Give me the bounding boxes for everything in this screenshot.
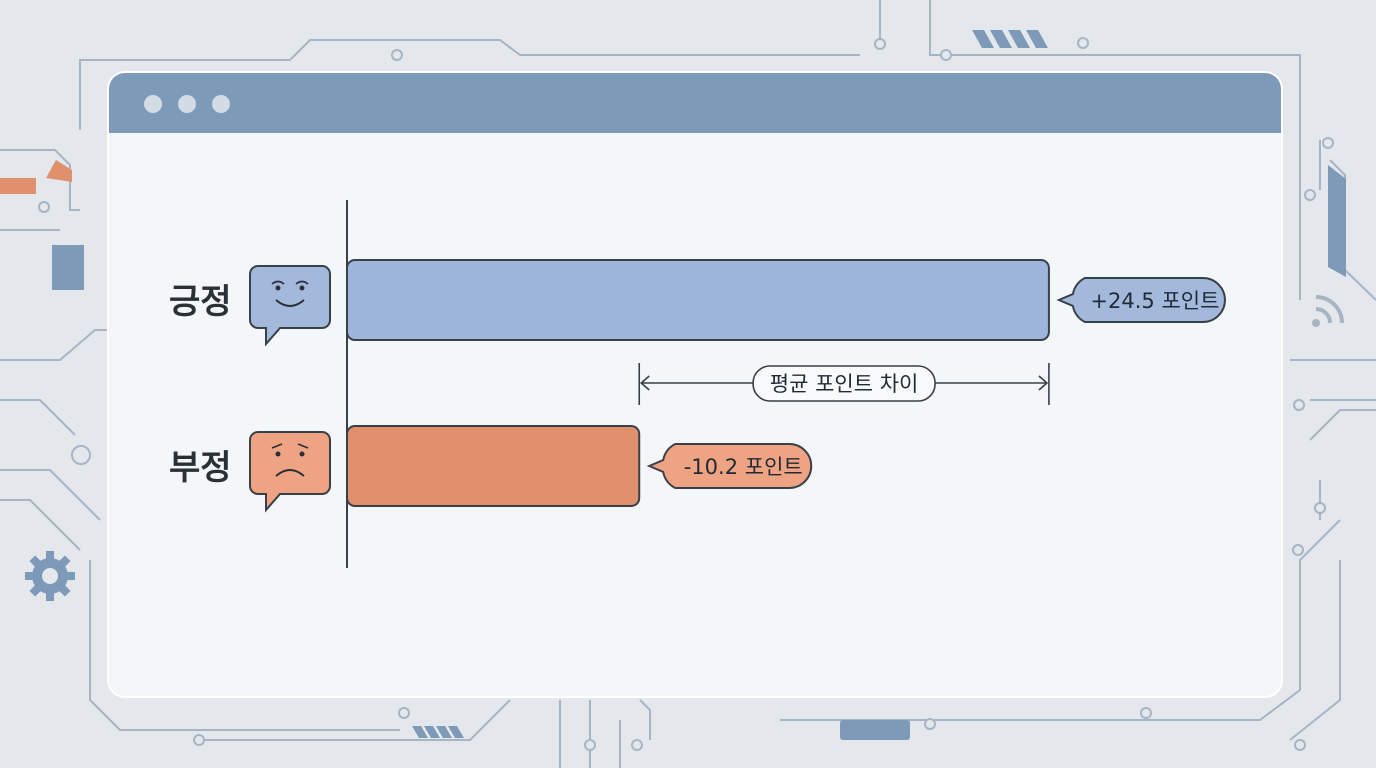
window-close-button[interactable] [144,95,162,113]
smiling-speech-bubble-icon [249,265,331,347]
category-label: 부정 [169,448,232,488]
gear-icon [25,551,75,601]
value-callout [646,443,813,489]
window-minimize-button[interactable] [178,95,196,113]
annotation-pill [752,365,936,402]
value-label: +24.5 포인트 [1090,289,1219,313]
wifi-icon [1312,295,1344,327]
bar [346,425,641,507]
difference-annotation [638,363,1050,405]
annotation-label: 평균 포인트 차이 [770,372,919,396]
bar-row: 긍정 +24.5 포인트 [169,259,1226,347]
value-callout [1056,277,1226,323]
window-maximize-button[interactable] [212,95,230,113]
category-label: 긍정 [169,282,232,322]
frowning-speech-bubble-icon [249,431,331,513]
value-label: -10.2 포인트 [684,455,803,479]
bar [346,259,1050,341]
decor-block [0,178,36,194]
bar-row: 부정 -10.2 포인트 [169,425,813,513]
title-bar [109,73,1281,133]
